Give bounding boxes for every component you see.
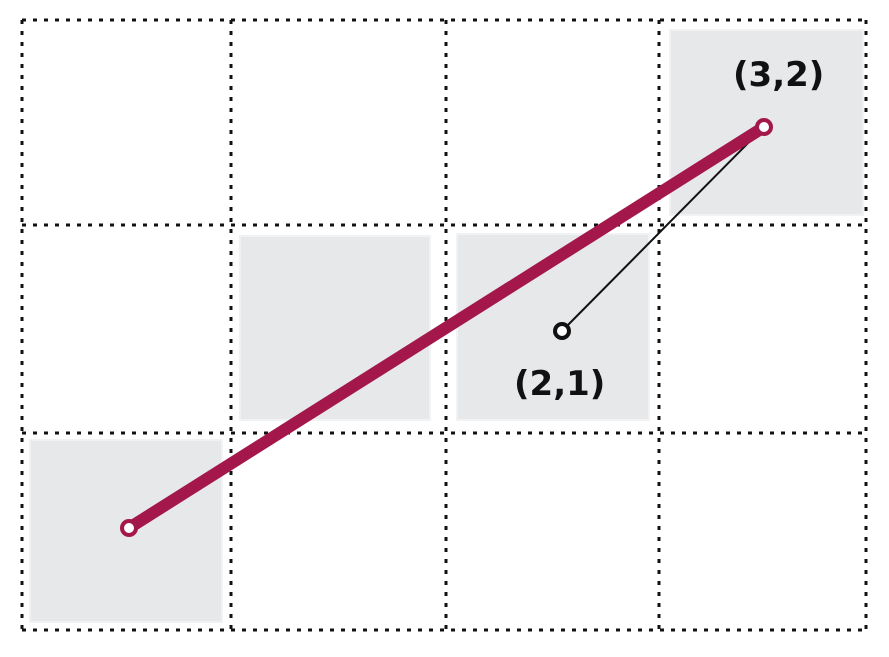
highlight-point-label: (3,2) — [733, 55, 824, 95]
grid-lines — [20, 18, 868, 632]
reference-connector-line — [561, 126, 765, 332]
shaded-cells — [29, 29, 864, 623]
line-end-point — [755, 118, 773, 136]
shaded-cell-1-1 — [239, 235, 431, 421]
line-segment — [123, 121, 770, 534]
reference-point — [553, 322, 571, 340]
reference-point-label: (2,1) — [514, 364, 605, 404]
line-start-point — [120, 519, 138, 537]
